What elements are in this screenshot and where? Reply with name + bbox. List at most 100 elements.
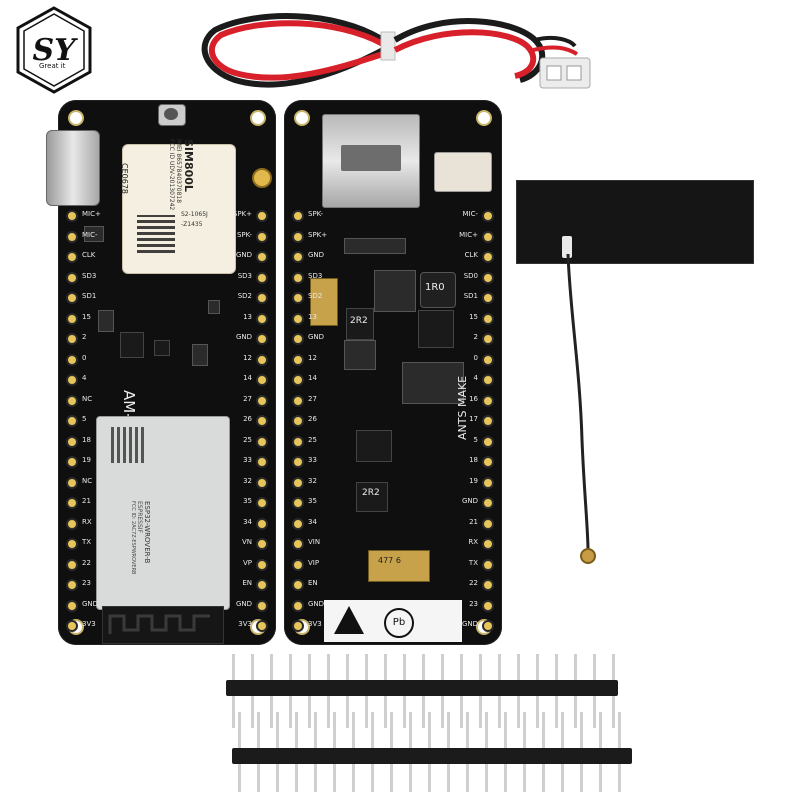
pin-label: 21: [469, 517, 478, 526]
pin-label: 13: [243, 312, 252, 321]
flat-antenna: [516, 180, 754, 264]
pin-label: VN: [241, 538, 252, 546]
smd-component: [192, 344, 208, 366]
header-pin: [66, 497, 78, 509]
sim-module-text-block: SIM800L IMEI 8657840370818 FCC ID UDV-20…: [159, 139, 195, 279]
pin-label: 0: [473, 353, 478, 362]
header-pin: [66, 579, 78, 591]
sim-module-imei: IMEI 8657840370818: [175, 139, 182, 204]
header-pin: [256, 456, 268, 468]
ic-chip: [356, 482, 388, 512]
header-pin: [256, 271, 268, 284]
header-pin: [292, 517, 304, 530]
esp32-module: ESP32-WROVER-B ESPRESSIF FCC ID: 2AC7Z-E…: [96, 416, 230, 610]
header-pin: [482, 230, 494, 243]
pin-label: 2: [473, 333, 478, 341]
mount-hole: [476, 110, 492, 126]
pin-label: 14: [308, 374, 317, 382]
header-pin: [66, 558, 78, 571]
header-pin: [256, 353, 268, 366]
pin-label: SD2: [308, 292, 323, 300]
pin-label: 23: [82, 579, 91, 587]
header-pin: [482, 579, 494, 591]
pin-label: 4: [473, 374, 478, 382]
ic-chip: [356, 430, 392, 462]
pin-label: EN: [242, 579, 252, 587]
pin-label: EN: [308, 579, 318, 587]
header-pin: [256, 538, 268, 550]
mount-hole: [68, 110, 84, 126]
header-pin: [482, 517, 494, 530]
pin-label: 25: [243, 435, 252, 444]
header-pin: [66, 599, 78, 612]
pin-label: MIC+: [459, 230, 478, 239]
pin-label: 34: [308, 517, 317, 526]
header-pin: [256, 374, 268, 386]
lead-free-mark: Pb: [384, 608, 414, 638]
header-pin: [292, 251, 304, 263]
sim-card-holder: [322, 114, 420, 208]
header-pin: [292, 599, 304, 612]
battery-connector: [434, 152, 492, 192]
antenna-connector: [252, 168, 272, 188]
pin-label: SD3: [308, 271, 323, 280]
pin-label: 18: [469, 456, 478, 464]
header-pin: [66, 333, 78, 345]
header-pin: [66, 517, 78, 530]
header-pin: [256, 579, 268, 591]
brand-logo: SY: [14, 6, 94, 94]
header-pin: [292, 435, 304, 448]
header-pin: [256, 230, 268, 243]
header-pin: [482, 210, 494, 222]
pin-label: VP: [242, 558, 252, 567]
header-pin: [292, 579, 304, 591]
tantalum-capacitor: [368, 550, 430, 582]
pin-label: MIC-: [462, 210, 478, 218]
pin-label: VIN: [308, 538, 321, 546]
header-pin: [66, 456, 78, 468]
header-pin: [256, 620, 268, 632]
pin-label: 32: [308, 476, 317, 485]
pin-label: 2: [82, 333, 87, 341]
mount-hole: [250, 110, 266, 126]
header-pin: [292, 456, 304, 468]
header-pin: [482, 620, 494, 632]
pin-label: GND: [235, 333, 252, 341]
ic-label: 2R2: [350, 316, 368, 326]
pin-label: 15: [82, 312, 91, 321]
pin-label: GND: [308, 599, 325, 608]
pin-label: SPK-: [308, 210, 324, 218]
header-pin: [292, 271, 304, 284]
header-pin: [66, 312, 78, 325]
header-pin: [482, 599, 494, 612]
pin-label: GND: [461, 497, 478, 505]
pin-label: RX: [468, 538, 478, 546]
header-pin: [66, 415, 78, 427]
pin-label: CLK: [82, 251, 96, 259]
header-pin: [482, 353, 494, 366]
pin-label: SD3: [82, 271, 97, 280]
header-pin: [256, 333, 268, 345]
pin-label: 35: [243, 497, 252, 505]
svg-text:SY: SY: [32, 33, 78, 68]
header-pin: [292, 394, 304, 407]
pin-label: 15: [469, 312, 478, 321]
pin-label: 18: [82, 435, 91, 444]
pin-label: SPK+: [308, 230, 328, 239]
pin-label: 22: [469, 579, 478, 587]
pin-label: 14: [243, 374, 252, 382]
header-pin: [66, 251, 78, 263]
header-pin: [292, 333, 304, 345]
header-pin: [482, 476, 494, 489]
pin-label: GND: [82, 599, 99, 608]
pin-label: MIC+: [82, 210, 101, 218]
tantalum-capacitor: [310, 278, 338, 326]
pin-label: 13: [308, 312, 317, 321]
antenna-cable-joint: [562, 236, 572, 258]
sim-holder-slot: [341, 145, 401, 171]
header-bar: [232, 748, 632, 764]
pin-label: 34: [243, 517, 252, 526]
smd-component: [84, 226, 104, 242]
header-pin: [66, 210, 78, 222]
smd-component: [98, 310, 114, 332]
